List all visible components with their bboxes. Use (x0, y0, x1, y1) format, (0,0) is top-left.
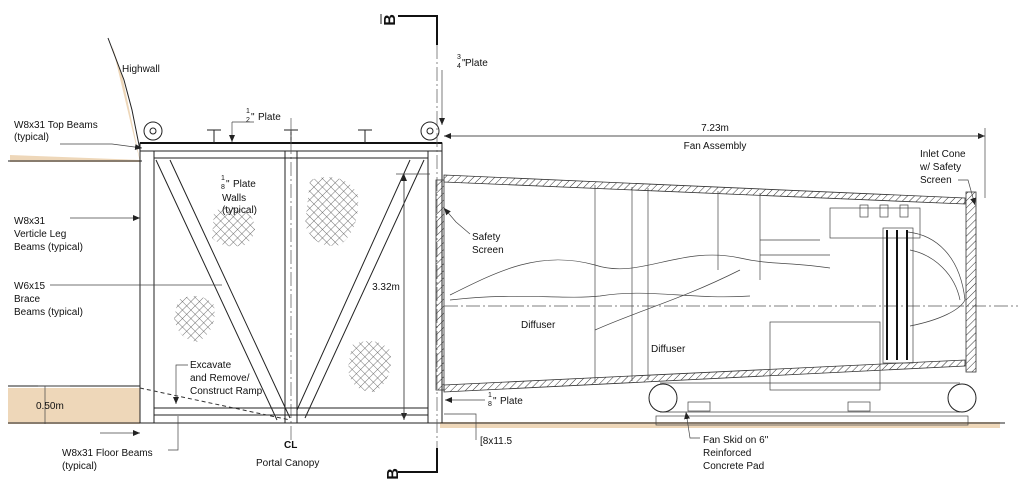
label-inlet-cone-3: Screen (920, 175, 952, 186)
label-top-beams-2: (typical) (14, 132, 49, 143)
label-brace-1: W6x15 (14, 281, 46, 292)
label-channel: [8x11.5 (480, 436, 512, 447)
dim-fan-assembly: Fan Assembly (684, 141, 747, 152)
label-diffuser-2: Diffuser (651, 344, 686, 355)
inch-mark-12: " (251, 112, 255, 123)
label-fan-skid-1: Fan Skid on 6" (703, 435, 769, 446)
section-mark: B B (380, 14, 438, 480)
label-plate-walls-2: Walls (222, 193, 246, 204)
frac-12-num: 1 (246, 108, 250, 115)
fan-assembly (443, 174, 1018, 426)
label-fan-skid-2: Reinforced (703, 448, 751, 459)
dim-fan-length: 7.23m (701, 123, 729, 134)
label-excavate-1: Excavate (190, 360, 232, 371)
label-excavate-2: and Remove/ (190, 373, 250, 384)
label-safety-screen-2: Screen (472, 245, 504, 256)
section-label-bottom: B (385, 468, 402, 480)
label-half-plate: Plate (258, 112, 281, 123)
inch-mark-walls: " (226, 179, 230, 190)
frac-eighth-den: 8 (488, 401, 492, 408)
frac-34-num: 3 (457, 54, 461, 61)
label-excavate-3: Construct Ramp (190, 386, 263, 397)
label-safety-screen-1: Safety (472, 232, 500, 243)
label-vert-leg-1: W8x31 (14, 216, 46, 227)
label-plate-walls-3: (typical) (222, 205, 257, 216)
label-eighth-plate: Plate (500, 396, 523, 407)
label-floor-beams-2: (typical) (62, 461, 97, 472)
dimensions: 7.23m Fan Assembly 3.32m 0.50m (36, 123, 986, 424)
label-highwall: Highwall (122, 64, 160, 75)
annotations: Highwall 3 4 Plate " 1 2 " Plate W8x31 T… (14, 54, 977, 472)
frac-12-den: 2 (246, 117, 250, 124)
label-top-beams-1: W8x31 Top Beams (14, 120, 98, 131)
label-plate-walls-1: Plate (233, 179, 256, 190)
label-brace-3: Beams (typical) (14, 307, 83, 318)
frac-walls-den: 8 (221, 184, 225, 191)
inch-mark-eighth: " (493, 396, 497, 407)
dim-canopy-height: 3.32m (372, 282, 400, 293)
label-brace-2: Brace (14, 294, 41, 305)
label-floor-beams-1: W8x31 Floor Beams (62, 448, 153, 459)
label-vert-leg-2: Verticle Leg (14, 229, 66, 240)
label-portal-canopy: Portal Canopy (256, 458, 319, 469)
label-inlet-cone-1: Inlet Cone (920, 149, 966, 160)
section-label-top: B (382, 14, 399, 26)
frac-34-den: 4 (457, 63, 461, 70)
label-vert-leg-3: Beams (typical) (14, 242, 83, 253)
portal-canopy-structure (139, 118, 445, 440)
label-fan-skid-3: Concrete Pad (703, 461, 764, 472)
frac-eighth-num: 1 (488, 392, 492, 399)
label-diffuser-1: Diffuser (521, 320, 556, 331)
label-three-quarter-plate: Plate (465, 58, 488, 69)
frac-walls-num: 1 (221, 175, 225, 182)
dim-ramp-depth: 0.50m (36, 401, 64, 412)
label-centerline: CL (284, 440, 297, 451)
inch-mark-34: " (462, 58, 466, 69)
label-inlet-cone-2: w/ Safety (919, 162, 961, 173)
